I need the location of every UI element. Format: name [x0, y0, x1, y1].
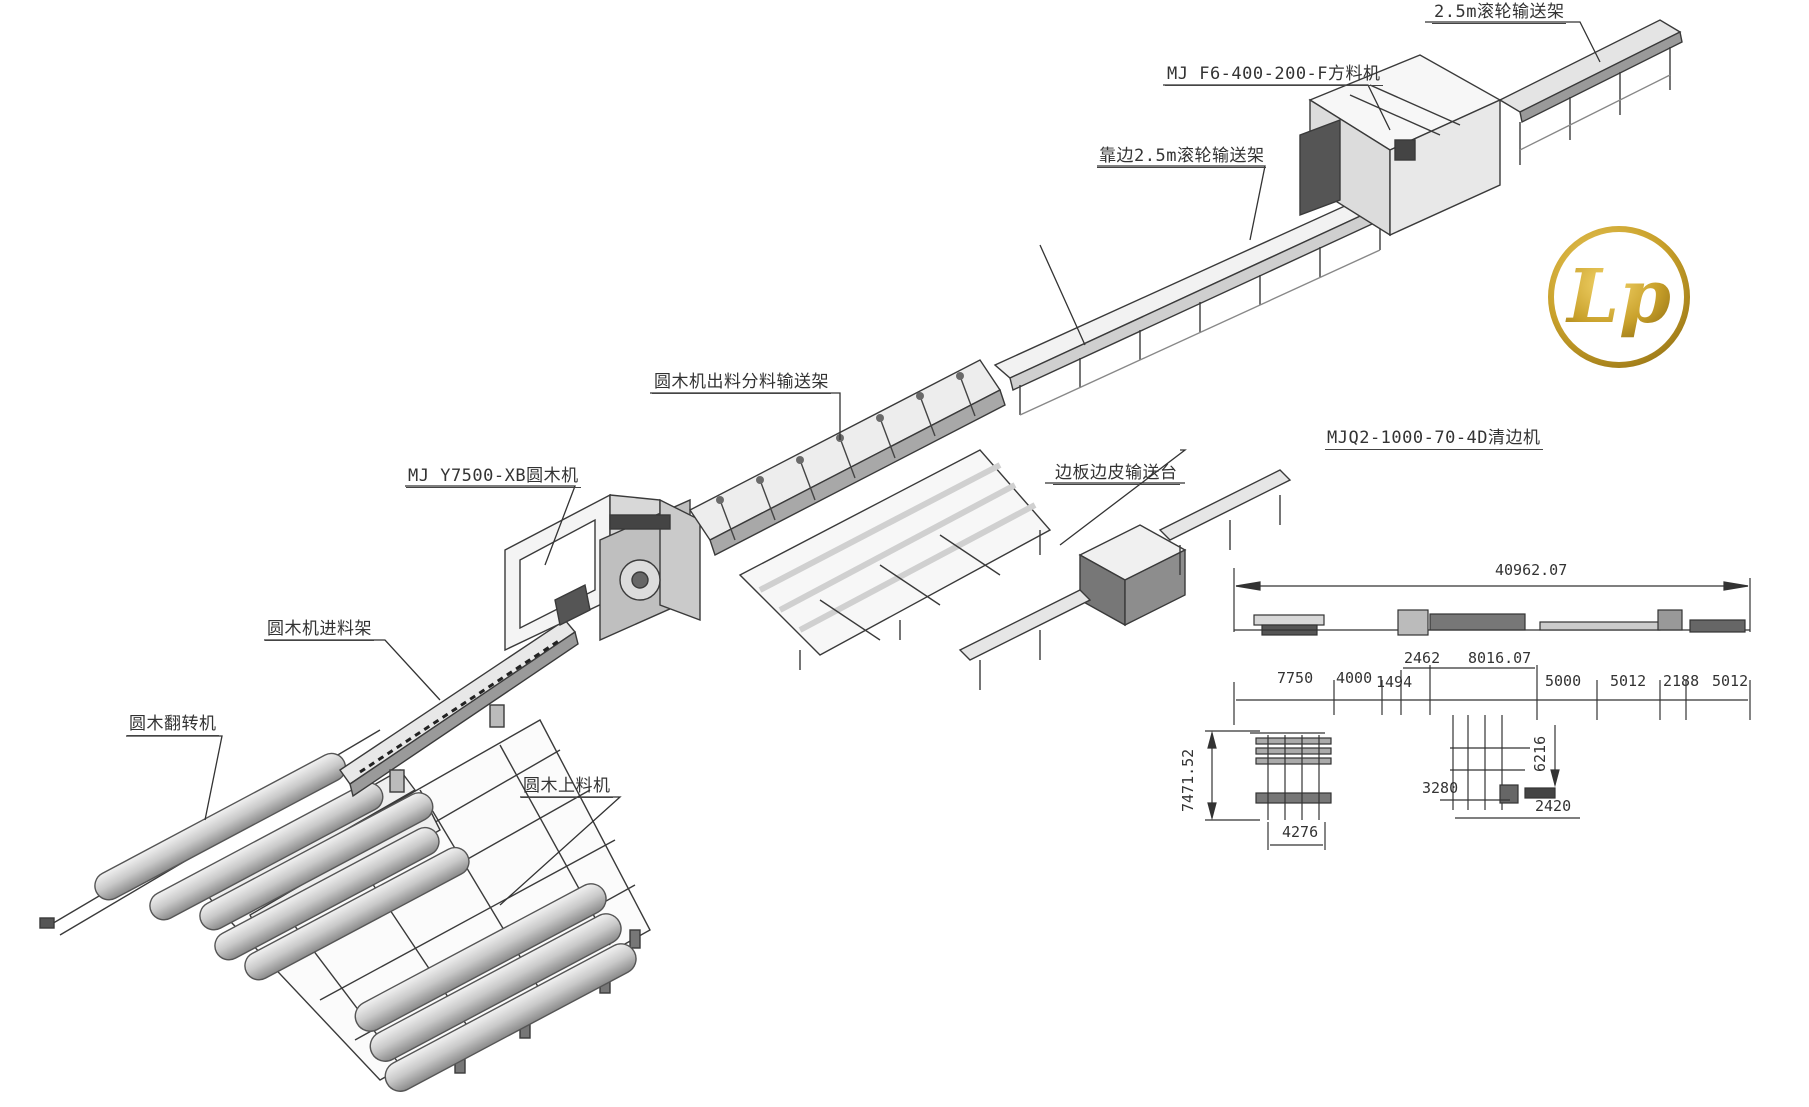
log-saw-infeed-conveyor: [339, 619, 579, 798]
dim-segment-2462: 2462: [1404, 649, 1441, 667]
main-line-group: [39, 19, 1683, 1092]
log-saw-outfeed-conveyor: [688, 359, 1006, 556]
plan-layout-inset: [1205, 568, 1751, 850]
dim-segment-5012-b: 5012: [1712, 672, 1749, 690]
label-log-loader: 圆木上料机: [521, 776, 613, 798]
dim-segment-4000: 4000: [1336, 669, 1373, 687]
logs: [94, 752, 637, 1092]
dim-loader-depth: 7471.52: [1179, 748, 1197, 812]
dim-segment-5000: 5000: [1545, 672, 1582, 690]
label-log-saw-infeed: 圆木机进料架: [265, 619, 374, 641]
dim-segment-7750: 7750: [1277, 669, 1314, 687]
label-log-saw: MJ Y7500-XB圆木机: [406, 466, 581, 488]
svg-text:Lp: Lp: [1565, 254, 1671, 340]
dim-segment-2188: 2188: [1663, 672, 1700, 690]
dim-segment-5012-a: 5012: [1610, 672, 1647, 690]
dim-segment-1494: 1494: [1376, 673, 1413, 691]
dim-loader-width: 4276: [1282, 823, 1319, 841]
label-log-turner: 圆木翻转机: [127, 714, 219, 736]
log-saw-machine: [504, 493, 701, 652]
dim-edger-right: 2420: [1535, 797, 1572, 815]
logo: Lp: [1548, 226, 1690, 368]
side-board-conveyor-table: [738, 449, 1052, 670]
label-square-timber-machine: MJ F6-400-200-F方料机: [1165, 64, 1383, 86]
label-edger: MJQ2-1000-70-4D清边机: [1325, 428, 1543, 450]
square-timber-machine: [1299, 54, 1502, 237]
label-roller-conveyor-2-5m: 2.5m滚轮输送架: [1432, 2, 1567, 24]
label-log-saw-outfeed-conveyor: 圆木机出料分料输送架: [652, 372, 831, 394]
edger-machine: [958, 469, 1292, 690]
label-edge-roller-conveyor: 靠边2.5m滚轮输送架: [1097, 146, 1267, 168]
edge-roller-conveyor: [993, 189, 1399, 416]
dim-segment-8016: 8016.07: [1468, 649, 1532, 667]
dim-edger-vertical: 6216: [1531, 735, 1549, 772]
dim-edger-left: 3280: [1422, 779, 1459, 797]
roller-conveyor-top: [1498, 19, 1683, 165]
dim-overall-length: 40962.07: [1495, 561, 1568, 579]
label-side-board-conveyor: 边板边皮输送台: [1053, 463, 1180, 485]
